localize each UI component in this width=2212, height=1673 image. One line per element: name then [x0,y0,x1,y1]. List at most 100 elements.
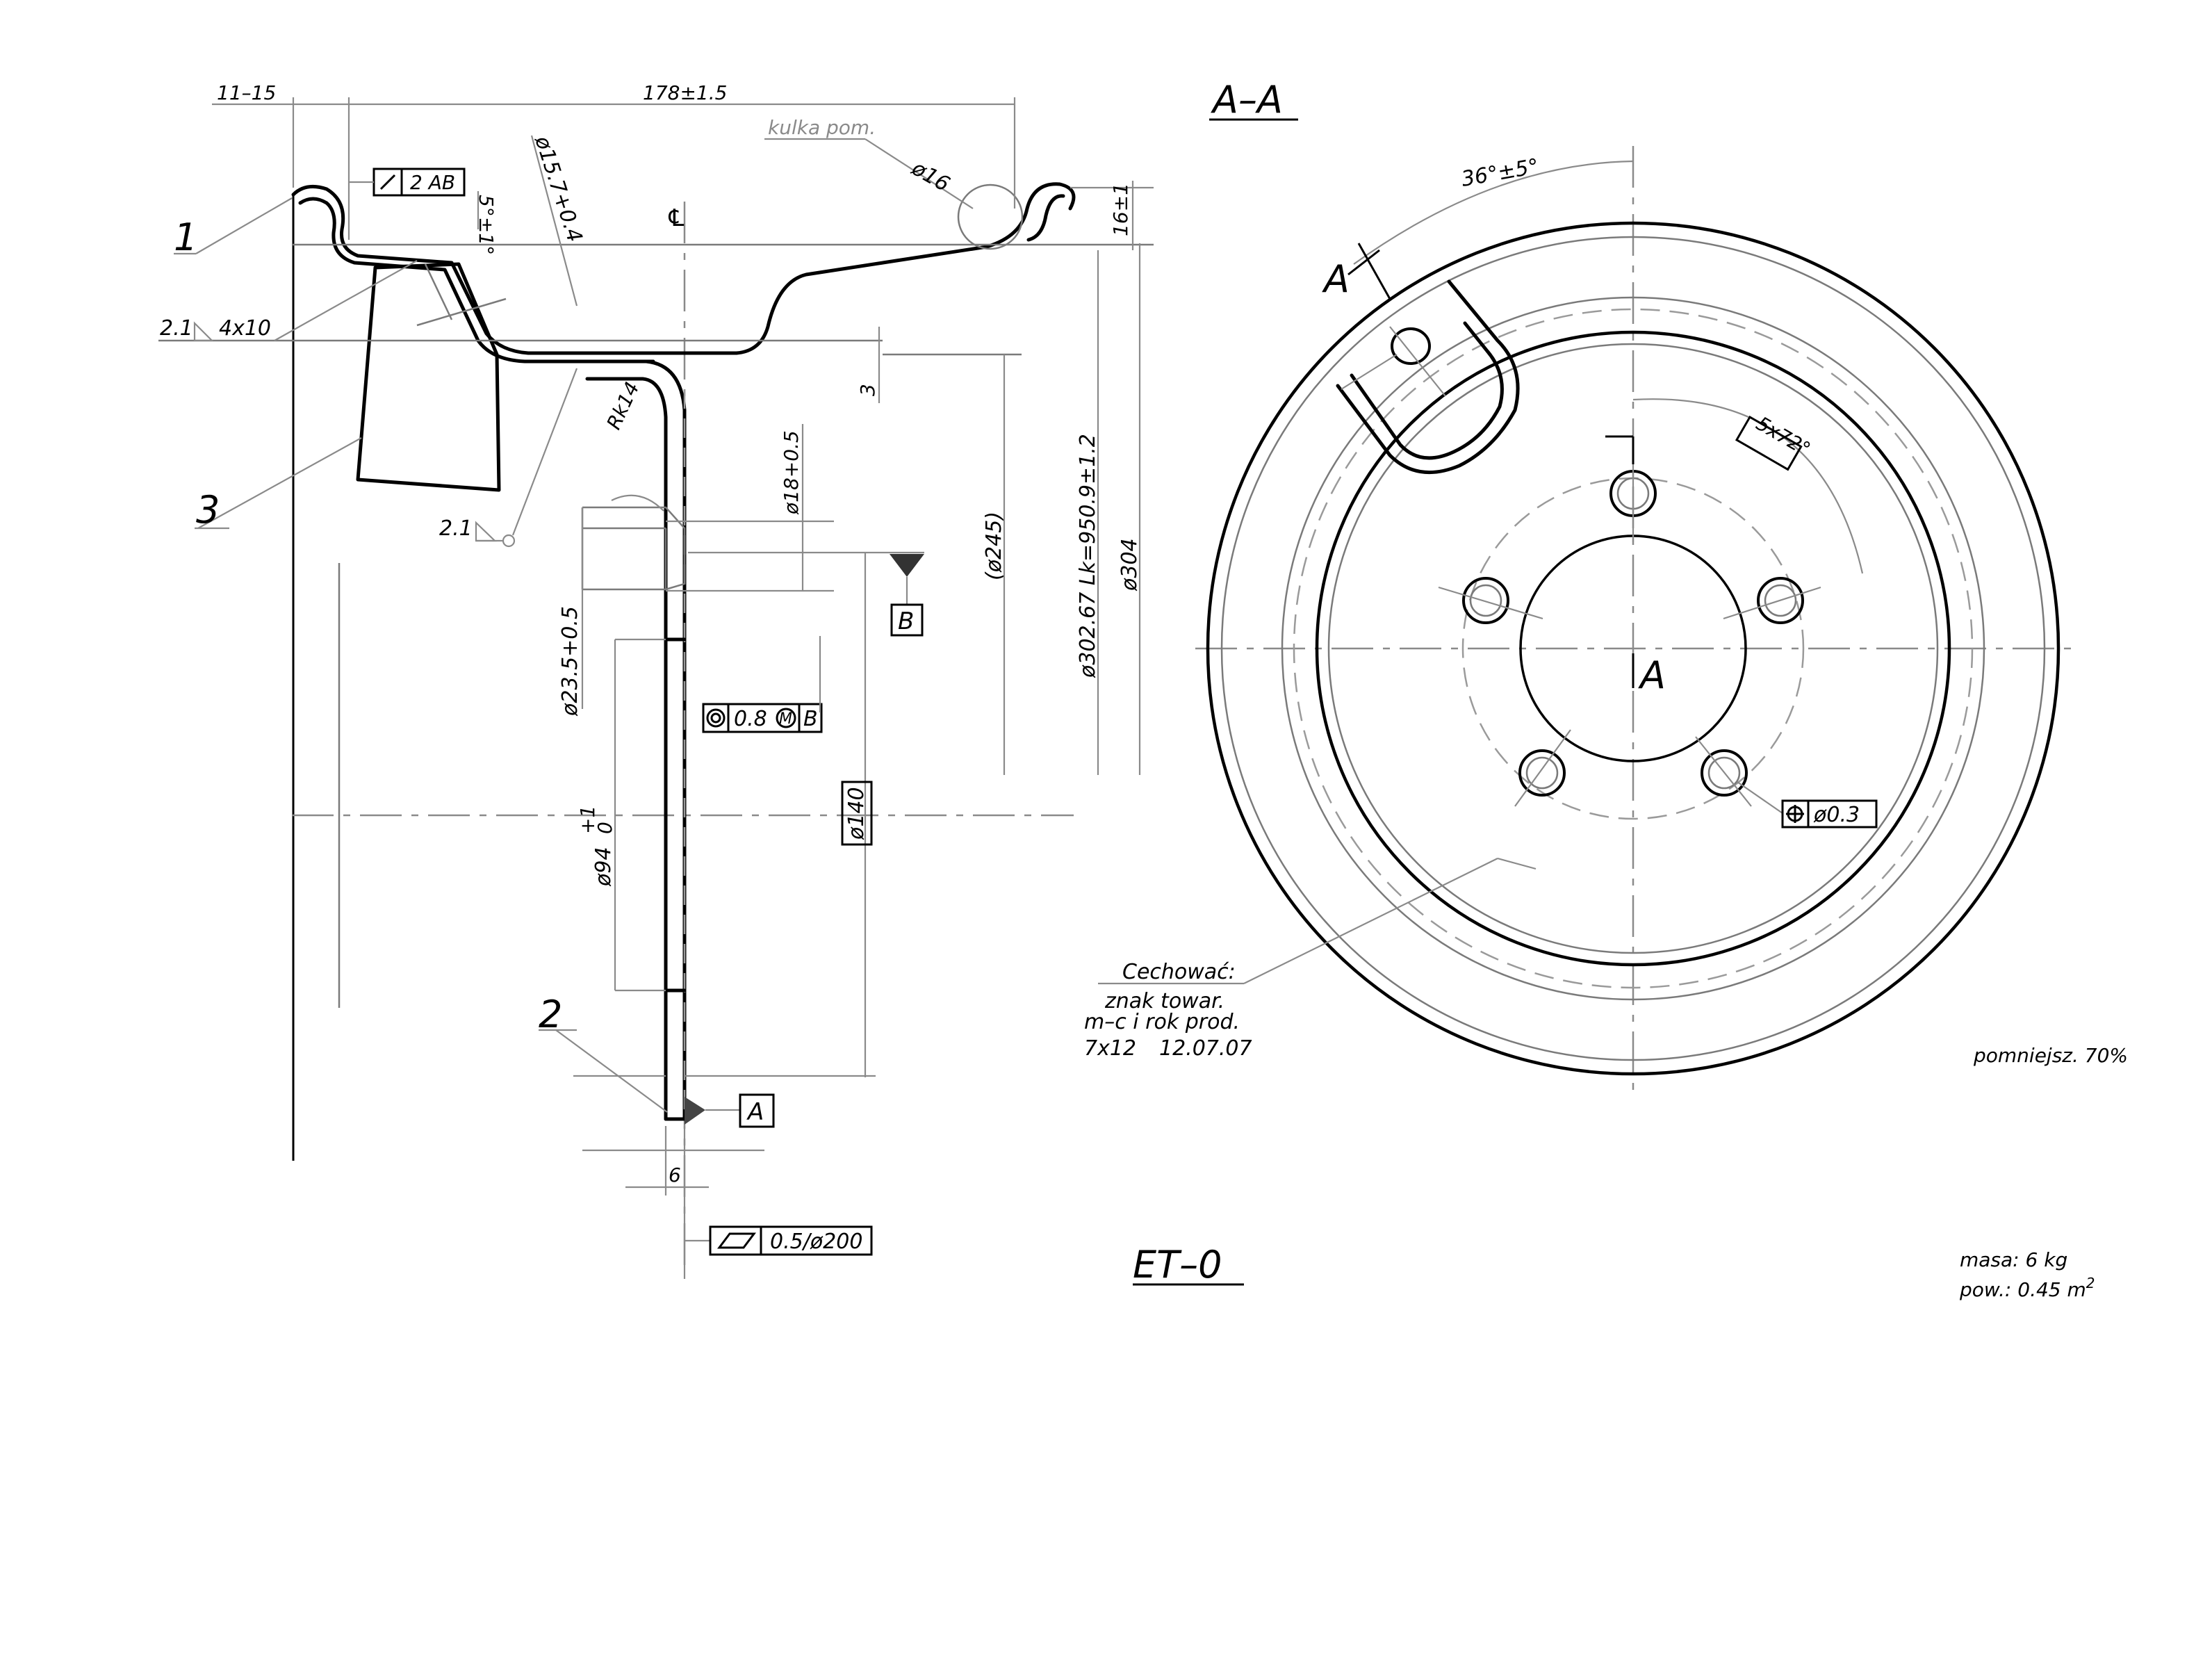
weld-all-around-icon [502,534,516,548]
bolt-axis [1723,586,1821,620]
bolt-hole-4-inner [1525,756,1559,790]
bolt-hole-5 [1462,577,1509,624]
rim-profile [291,182,1076,355]
leader-1-line [195,197,293,254]
scale-label: pomniejsz. 70% [1973,1044,2128,1067]
valve-slot-inner [1350,321,1504,460]
section-cut-a [1347,249,1380,276]
leader-1-label: 1 [174,215,197,259]
rim-hidden-circle [1293,308,1974,989]
area-label: pow.: 0.45 m2 [1959,1275,2095,1301]
concentricity-icon [706,708,726,728]
dim16-label: 16±1 [1109,183,1132,236]
angle5x72-frame [1735,415,1803,471]
dia140-label: ø140 [844,787,869,840]
angle5-label: 5°±1° [475,195,498,255]
valve-block [356,262,501,492]
weld-symbol-icon [193,321,214,342]
bolt-axis [1514,729,1571,807]
section-cut-a-tick [1357,243,1391,300]
mmc-circle-icon [776,708,796,728]
weld1-leader [274,260,418,341]
cechowac-leader-tail [1497,857,1537,870]
flatness-frame: 0.5/ø200 [685,1225,873,1256]
runout-label: 2 AB [410,171,455,194]
leader-2-label: 2 [539,993,562,1036]
datum-b-label: B [898,607,914,635]
disc-profile-outer [585,377,668,1121]
datum-b-frame [890,603,924,637]
dim-178: 178±1.5 [643,81,727,104]
centerline-symbol: ℄ [666,204,687,232]
section-aa-title: A–A [1211,78,1283,122]
bolt-hole-2-inner [1764,584,1797,617]
cechowac-label: Cechować: [1122,960,1236,984]
datum-a-label: A [746,1098,764,1126]
flatness-box [709,1225,873,1256]
dia235-label: ø23.5+0.5 [558,606,582,717]
valve-hole [1391,327,1431,365]
section-view [158,182,1154,1265]
position-frame [1781,799,1878,829]
bolt-holes [1438,459,1821,807]
concentricity-frame: 0.8 M B [702,703,823,733]
rim-flange-right [1026,194,1065,242]
dimensions-left: 11–15 178±1.5 kulka pom. ø16 ø15.7+0.4 5… [160,81,1154,1279]
outer-rim-circle [1206,221,2061,1076]
dia245-label: (ø245) [982,512,1006,580]
bolt-hole-2 [1757,577,1804,624]
mmc-label: M [779,710,792,728]
rim-well-circle [1315,330,1951,967]
front-view: A–A [1084,78,2128,1098]
dim-11-15: 11–15 [217,81,276,104]
bolt-hole-3-inner [1707,756,1741,790]
angle-72-arc [1632,398,1864,574]
bolt-hole-4 [1518,749,1566,797]
kulka-label: kulka pom. [768,116,876,139]
mark-line-3b: 12.07.07 [1159,1036,1252,1061]
bolt-hole-3 [1701,749,1748,797]
rim-profile-inner [298,197,655,364]
mark-line-1: znak towar. [1104,989,1224,1013]
dia94-tol-lo: 0 [593,822,616,834]
leader-3-line [197,437,362,529]
dia30267-label: ø302.67 Lk=950.9±1.2 [1076,434,1100,678]
bolt-bore [582,506,686,591]
dia16-label: ø16 [907,156,953,197]
bolt-axis [1695,736,1752,807]
dia94-label: ø94 [591,847,616,887]
bolt-axis [1438,586,1543,620]
position-leader [1737,781,1783,814]
weld1-size: 2.1 [160,316,193,341]
dia304-label: ø304 [1117,538,1142,591]
weld2-leader [511,368,578,536]
datum-a-triangle-icon [685,1097,705,1125]
runout-arrow-icon [379,174,396,190]
rim-flange-circle [1220,236,2046,1061]
disc-profile [585,359,687,1121]
leader-2-line [555,1029,668,1113]
mark-line-2: m–c i rok prod. [1084,1010,1240,1034]
valve-axis-2 [1341,354,1398,390]
concentricity-value: 0.8 [734,707,767,731]
weld1-length: 4x10 [219,316,271,341]
concentricity-ref: B [803,707,818,731]
weld-symbol-icon-2 [475,521,497,542]
concentricity-box [702,703,823,733]
dim3-label: 3 [856,384,879,396]
rim-seat-circle [1281,296,1985,1001]
rk14-arc [611,494,664,512]
dia18-label: ø18+0.5 [780,430,803,515]
dim6-label: 6 [669,1164,681,1186]
mark-line-3a: 7x12 [1084,1036,1136,1061]
dim-15-7 [530,135,578,307]
concentricity-icon-inner [710,712,721,724]
dia94-tol-up: +1 [576,806,599,834]
bolt-hole-5-inner [1469,584,1502,617]
datum-a-frame [739,1093,775,1128]
section-a-label-2: A [1638,653,1666,697]
weld2-size: 2.1 [439,516,473,541]
position-label: ø0.3 [1813,803,1860,827]
flatness-label: 0.5/ø200 [770,1230,862,1254]
